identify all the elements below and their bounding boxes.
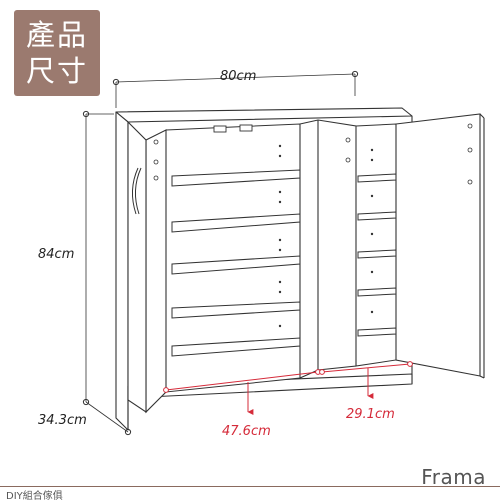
left-shelves (171, 169, 301, 357)
width-label: 80cm (220, 69, 256, 84)
right-compartment (355, 123, 397, 367)
center-door (299, 119, 357, 379)
center-door-hinge-holes (345, 137, 351, 163)
height-label: 84cm (38, 247, 74, 262)
depth-label: 34.3cm (38, 413, 87, 428)
left-door (127, 120, 167, 414)
badge-line-1: 產品 (25, 18, 88, 52)
brand-logo-text: Frama (421, 465, 486, 489)
shelf-pin-holes-left (278, 144, 282, 328)
hinge-group (213, 124, 253, 133)
cabinet-body (115, 107, 413, 431)
badge-line-2: 尺寸 (25, 54, 88, 88)
width-dimension-line (115, 73, 356, 108)
right-door-hinge-holes (467, 123, 473, 185)
right-inner-depth-line (321, 363, 411, 399)
left-door-handle (132, 167, 142, 215)
right-inner-depth-label: 29.1cm (346, 407, 395, 422)
left-door-hinge-holes (153, 139, 159, 181)
left-inner-depth-label: 47.6cm (222, 424, 271, 439)
height-dimension-line (85, 113, 114, 402)
footer-divider (0, 486, 500, 487)
shelf-pin-holes-right (370, 148, 374, 314)
right-door (395, 113, 485, 379)
product-size-badge: 產品 尺寸 (14, 10, 100, 96)
left-inner-depth-line (165, 371, 319, 415)
depth-dimension-line (85, 401, 129, 433)
footer-category: DIY組合傢俱 (6, 491, 63, 502)
